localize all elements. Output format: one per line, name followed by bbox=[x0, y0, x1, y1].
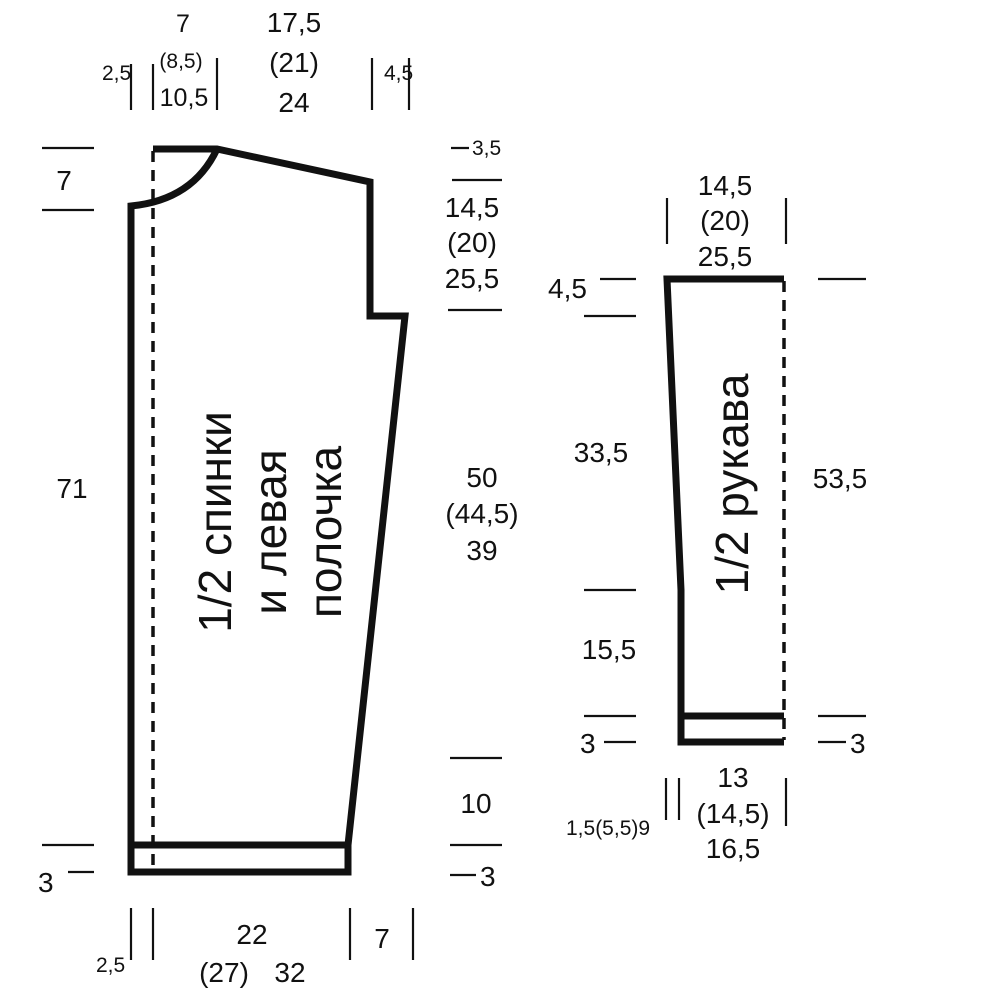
body-bottom-width-1: 22 bbox=[236, 919, 267, 950]
body-piece: 1/2 спинки и левая полочка 2,5 7 (8,5) 1… bbox=[38, 7, 519, 988]
body-bottom-width-3: 32 bbox=[274, 957, 305, 988]
body-bottom-right-allowance: 7 bbox=[374, 923, 390, 954]
sleeve-right-cuff-depth: 3 bbox=[850, 728, 866, 759]
body-shoulder-slope: 3,5 bbox=[472, 137, 501, 160]
body-lower-side: 10 bbox=[460, 788, 491, 819]
sleeve-upper-length: 33,5 bbox=[574, 437, 629, 468]
body-neck-depth: 7 bbox=[56, 165, 72, 196]
body-bottom-left-allowance: 2,5 bbox=[96, 954, 125, 977]
sleeve-top-width-3: 25,5 bbox=[698, 241, 753, 272]
body-armhole-3: 25,5 bbox=[445, 263, 500, 294]
sleeve-outline bbox=[663, 275, 784, 746]
body-label-line3: полочка bbox=[299, 446, 351, 619]
body-total-length: 71 bbox=[56, 473, 87, 504]
body-top-right-allowance: 4,5 bbox=[384, 62, 413, 85]
sleeve-label: 1/2 рукава bbox=[706, 373, 758, 594]
body-piece-label: 1/2 спинки и левая полочка bbox=[189, 411, 351, 633]
body-side-length-1: 50 bbox=[466, 462, 497, 493]
body-neck-width-2: (8,5) bbox=[159, 50, 202, 73]
body-armhole-1: 14,5 bbox=[445, 192, 500, 223]
body-shoulder-width-3: 24 bbox=[278, 87, 309, 118]
body-neck-width-1: 7 bbox=[176, 10, 190, 38]
sleeve-bottom-allowance: 1,5(5,5)9 bbox=[566, 817, 650, 840]
body-shoulder-width-1: 17,5 bbox=[267, 7, 322, 38]
body-neck-width-3: 10,5 bbox=[160, 84, 209, 112]
body-bottom-width-2: (27) bbox=[199, 957, 249, 988]
body-outline bbox=[127, 145, 409, 876]
sleeve-lower-length: 15,5 bbox=[582, 634, 637, 665]
sleeve-cap-depth: 4,5 bbox=[548, 273, 587, 304]
body-label-line2: и левая bbox=[244, 449, 296, 614]
body-left-hem-depth: 3 bbox=[38, 867, 54, 898]
body-side-length-3: 39 bbox=[466, 535, 497, 566]
sleeve-top-width-2: (20) bbox=[700, 205, 750, 236]
body-shoulder-width-2: (21) bbox=[269, 47, 319, 78]
body-top-left-allowance: 2,5 bbox=[102, 62, 131, 85]
sleeve-bottom-width-1: 13 bbox=[717, 762, 748, 793]
sleeve-bottom-width-2: (14,5) bbox=[696, 798, 769, 829]
sleeve-bottom-width-3: 16,5 bbox=[706, 833, 761, 864]
sleeve-left-cuff-depth: 3 bbox=[580, 728, 596, 759]
sleeve-total-length: 53,5 bbox=[813, 463, 868, 494]
body-armhole-2: (20) bbox=[447, 227, 497, 258]
sleeve-piece: 1/2 рукава 14,5 (20) 25,5 4,5 33,5 15,5 … bbox=[548, 170, 867, 864]
sleeve-top-width-1: 14,5 bbox=[698, 170, 753, 201]
body-right-hem-depth: 3 bbox=[480, 861, 496, 892]
body-side-length-2: (44,5) bbox=[445, 498, 518, 529]
body-label-line1: 1/2 спинки bbox=[189, 411, 241, 633]
